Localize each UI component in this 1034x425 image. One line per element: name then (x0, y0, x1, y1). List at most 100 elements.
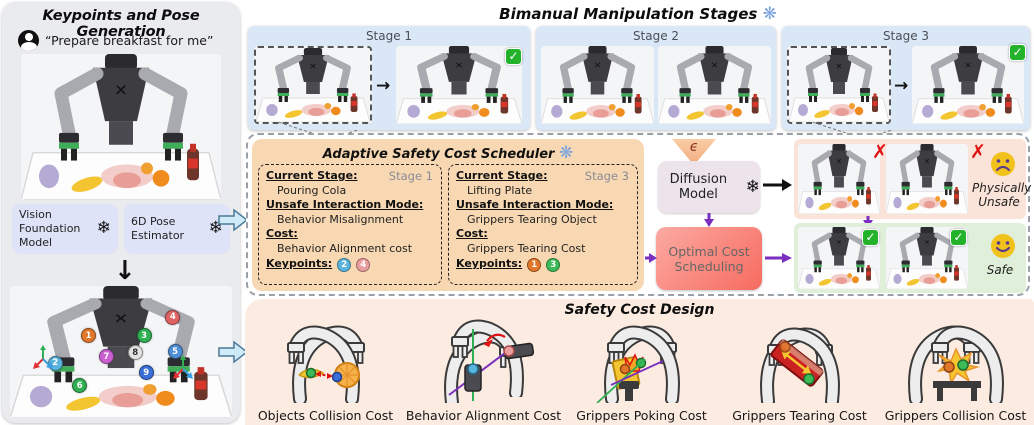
stage-3-after-photo (912, 46, 1024, 124)
instruction-text: “Prepare breakfast for me” (45, 32, 214, 48)
keypoint-6: 6 (72, 378, 88, 394)
grippers-tearing-cost-diagram: Grippers Tearing Cost (721, 319, 878, 423)
unsafe-photo-b (886, 144, 968, 214)
vision-foundation-model-box: Vision Foundation Model ❄ (12, 204, 118, 254)
cross-icon: ✗ (872, 141, 888, 163)
cost-label: Grippers Poking Cost (576, 408, 707, 423)
keypoint-chip-1: 1 (527, 257, 542, 272)
safe-label: Safe (986, 263, 1014, 277)
cost-label: Behavior Alignment Cost (405, 408, 562, 423)
right-arrow-icon: → (894, 76, 909, 96)
instruction-row: “Prepare breakfast for me” (18, 29, 228, 51)
keypoint-chip-2: 2 (337, 257, 352, 272)
cost-label: Cost: (456, 227, 488, 241)
keypoints-pose-panel: Keypoints and Pose Generation “Prepare b… (2, 2, 240, 423)
keypoint-3: 3 (136, 328, 152, 344)
robot-photo-keypoints: 1 2 3 4 5 6 7 8 9 (10, 286, 232, 418)
keypoints-label: Keypoints: (456, 257, 523, 271)
cost-label: Grippers Tearing Cost (732, 408, 867, 423)
sad-face-icon (991, 152, 1015, 176)
objects-collision-art (251, 319, 401, 403)
cost-value: Grippers Tearing Cost (467, 242, 586, 256)
objects-collision-cost-diagram: Objects Collision Cost (247, 319, 404, 423)
stage-1-before-photo (254, 46, 372, 124)
keypoint-8: 8 (127, 345, 143, 361)
current-stage-value: Pouring Cola (277, 183, 347, 197)
keypoint-4: 4 (165, 309, 181, 325)
scheduler-card-stage1: Stage 1 Current Stage: Pouring Cola Unsa… (258, 164, 442, 285)
stage-2-label: Stage 2 (632, 29, 680, 43)
left-panel-title: Keypoints and Pose Generation (42, 8, 200, 40)
unsafe-mode-value: Grippers Tearing Object (467, 212, 597, 226)
user-icon (18, 29, 39, 51)
safe-outcome-strip: ✓ ✓ Safe (794, 223, 1026, 293)
cost-label: Cost: (266, 227, 298, 241)
stage-1-label: Stage 1 (365, 29, 413, 43)
snowflake-icon: ❄ (96, 218, 111, 239)
check-icon: ✓ (1009, 44, 1026, 61)
safety-cost-design-section: Safety Cost Design Objects Collision Cos… (245, 299, 1034, 425)
stage-1-panel: Stage 1 → ✓ (248, 26, 530, 130)
arrow-scheduler-to-optimal (645, 253, 657, 263)
robot-photo-initial (21, 54, 221, 200)
current-stage-value: Lifting Plate (467, 183, 533, 197)
cost-label: Grippers Collision Cost (884, 408, 1027, 423)
smiley-face-icon (991, 234, 1015, 258)
adaptive-scheduler-box: Adaptive Safety Cost Scheduler ❋ Stage 1… (252, 139, 644, 291)
arrow-diffusion-to-optimal (704, 213, 714, 227)
vision-foundation-model-label: Vision Foundation Model (19, 208, 81, 249)
down-arrow-icon: ↓ (114, 256, 136, 286)
unsafe-mode-label: Unsafe Interaction Mode: (266, 198, 424, 212)
snowflake-icon: ❄ (745, 177, 760, 197)
current-stage-label: Current Stage: (456, 169, 548, 182)
flow-arrow-to-cost-design (218, 340, 248, 364)
check-icon: ✓ (862, 229, 879, 246)
diffusion-model-label: Diffusion Model (669, 172, 728, 202)
openai-pinwheel-icon: ❋ (762, 4, 777, 24)
check-icon: ✓ (505, 48, 522, 65)
cost-design-title: Safety Cost Design (564, 302, 715, 318)
keypoint-7: 7 (98, 349, 114, 365)
stage-1-after-photo (396, 46, 522, 124)
keypoint-1: 1 (81, 328, 97, 344)
cost-value: Behavior Alignment cost (277, 242, 413, 256)
optimal-cost-scheduling-box: Optimal Cost Scheduling (656, 227, 762, 290)
stage-3-label: Stage 3 (882, 29, 930, 43)
check-icon: ✓ (950, 229, 967, 246)
axis-arrows (173, 354, 194, 379)
unsafe-photo-a (798, 144, 880, 214)
right-arrow-icon: → (376, 76, 391, 96)
stage-2-photo-b (658, 46, 771, 124)
flow-arrow-to-scheduler (218, 208, 248, 232)
grippers-collision-art (881, 319, 1031, 403)
stage-3-before-photo (787, 46, 891, 124)
keypoint-5: 5 (167, 344, 183, 360)
behavior-alignment-art (409, 319, 534, 403)
unsafe-mode-label: Unsafe Interaction Mode: (456, 198, 614, 212)
grippers-tearing-art (725, 319, 875, 403)
current-stage-label: Current Stage: (266, 169, 358, 182)
stage-2-photo-a (541, 46, 654, 124)
stage-tag: Stage 1 (388, 169, 433, 183)
stage-2-panel: Stage 2 (536, 26, 776, 130)
keypoints-label: Keypoints: (266, 257, 333, 271)
scheduler-card-stage3: Stage 3 Current Stage: Lifting Plate Uns… (448, 164, 638, 285)
pose-estimator-label: 6D Pose Estimator (131, 215, 185, 242)
cross-icon: ✗ (970, 141, 986, 163)
keypoint-chip-3: 3 (546, 257, 561, 272)
behavior-alignment-cost-diagram: Behavior Alignment Cost (405, 319, 562, 423)
optimal-cost-scheduling-label: Optimal Cost Scheduling (668, 243, 750, 274)
axis-arrows (33, 345, 54, 370)
grippers-poking-cost-diagram: Grippers Poking Cost (563, 319, 720, 423)
stage-3-panel: Stage 3 → ✓ (782, 26, 1030, 130)
grippers-poking-art (595, 319, 717, 403)
stage-tag: Stage 3 (584, 169, 629, 183)
grippers-collision-cost-diagram: Grippers Collision Cost (877, 319, 1034, 423)
openai-pinwheel-icon: ❋ (558, 143, 574, 163)
arrow-diffusion-to-unsafe (763, 179, 792, 191)
unsafe-outcome-strip: ✗ ✗ Physically Unsafe (794, 139, 1031, 219)
epsilon-symbol: ϵ (689, 139, 699, 155)
stages-title: Bimanual Manipulation Stages ❋ (499, 4, 777, 24)
arrow-optimal-to-safe (765, 253, 792, 263)
